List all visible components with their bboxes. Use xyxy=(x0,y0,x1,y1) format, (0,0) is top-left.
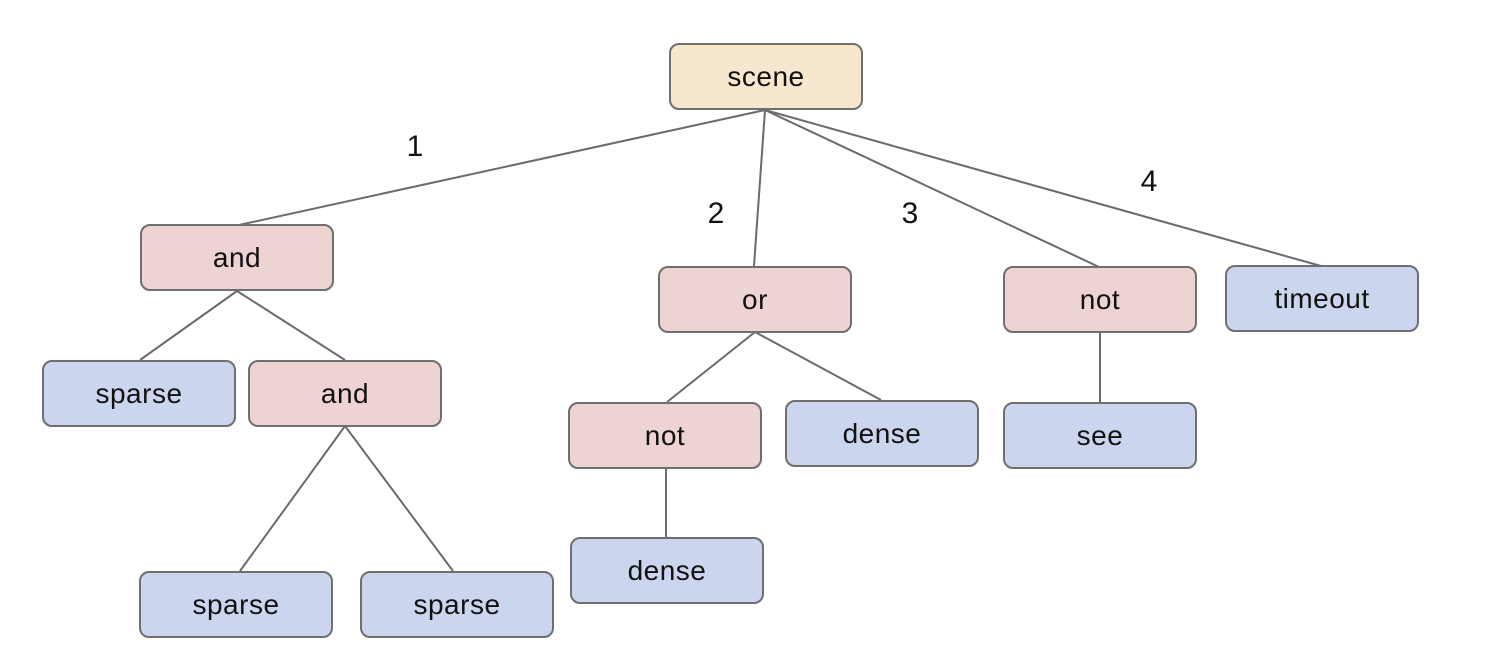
edge-label-1: 1 xyxy=(406,130,424,163)
node-sparse-left: sparse xyxy=(42,360,236,427)
node-scene: scene xyxy=(669,43,863,110)
node-not-mid: not xyxy=(568,402,762,469)
node-and-left: and xyxy=(140,224,334,291)
node-not-right: not xyxy=(1003,266,1197,333)
node-sparse-bottom-1: sparse xyxy=(139,571,333,638)
edge-scene-timeout xyxy=(764,109,1322,267)
edge-and2-sparse2 xyxy=(344,425,454,572)
node-sparse-bottom-2: sparse xyxy=(360,571,554,638)
edge-scene-not xyxy=(764,109,1100,268)
edge-or-not xyxy=(666,331,756,403)
node-and-inner: and xyxy=(248,360,442,427)
edge-and-sparse xyxy=(139,290,238,361)
edge-scene-or xyxy=(753,109,766,267)
edge-scene-and xyxy=(238,109,766,226)
edge-label-2: 2 xyxy=(707,197,725,230)
edge-or-dense xyxy=(754,331,882,401)
edge-label-4: 4 xyxy=(1140,165,1158,198)
edge-label-3: 3 xyxy=(901,197,919,230)
edge-and-and xyxy=(236,290,346,361)
edge-and2-sparse1 xyxy=(239,425,346,572)
node-dense-bottom: dense xyxy=(570,537,764,604)
node-dense-right: dense xyxy=(785,400,979,467)
node-timeout: timeout xyxy=(1225,265,1419,332)
node-see: see xyxy=(1003,402,1197,469)
node-or: or xyxy=(658,266,852,333)
